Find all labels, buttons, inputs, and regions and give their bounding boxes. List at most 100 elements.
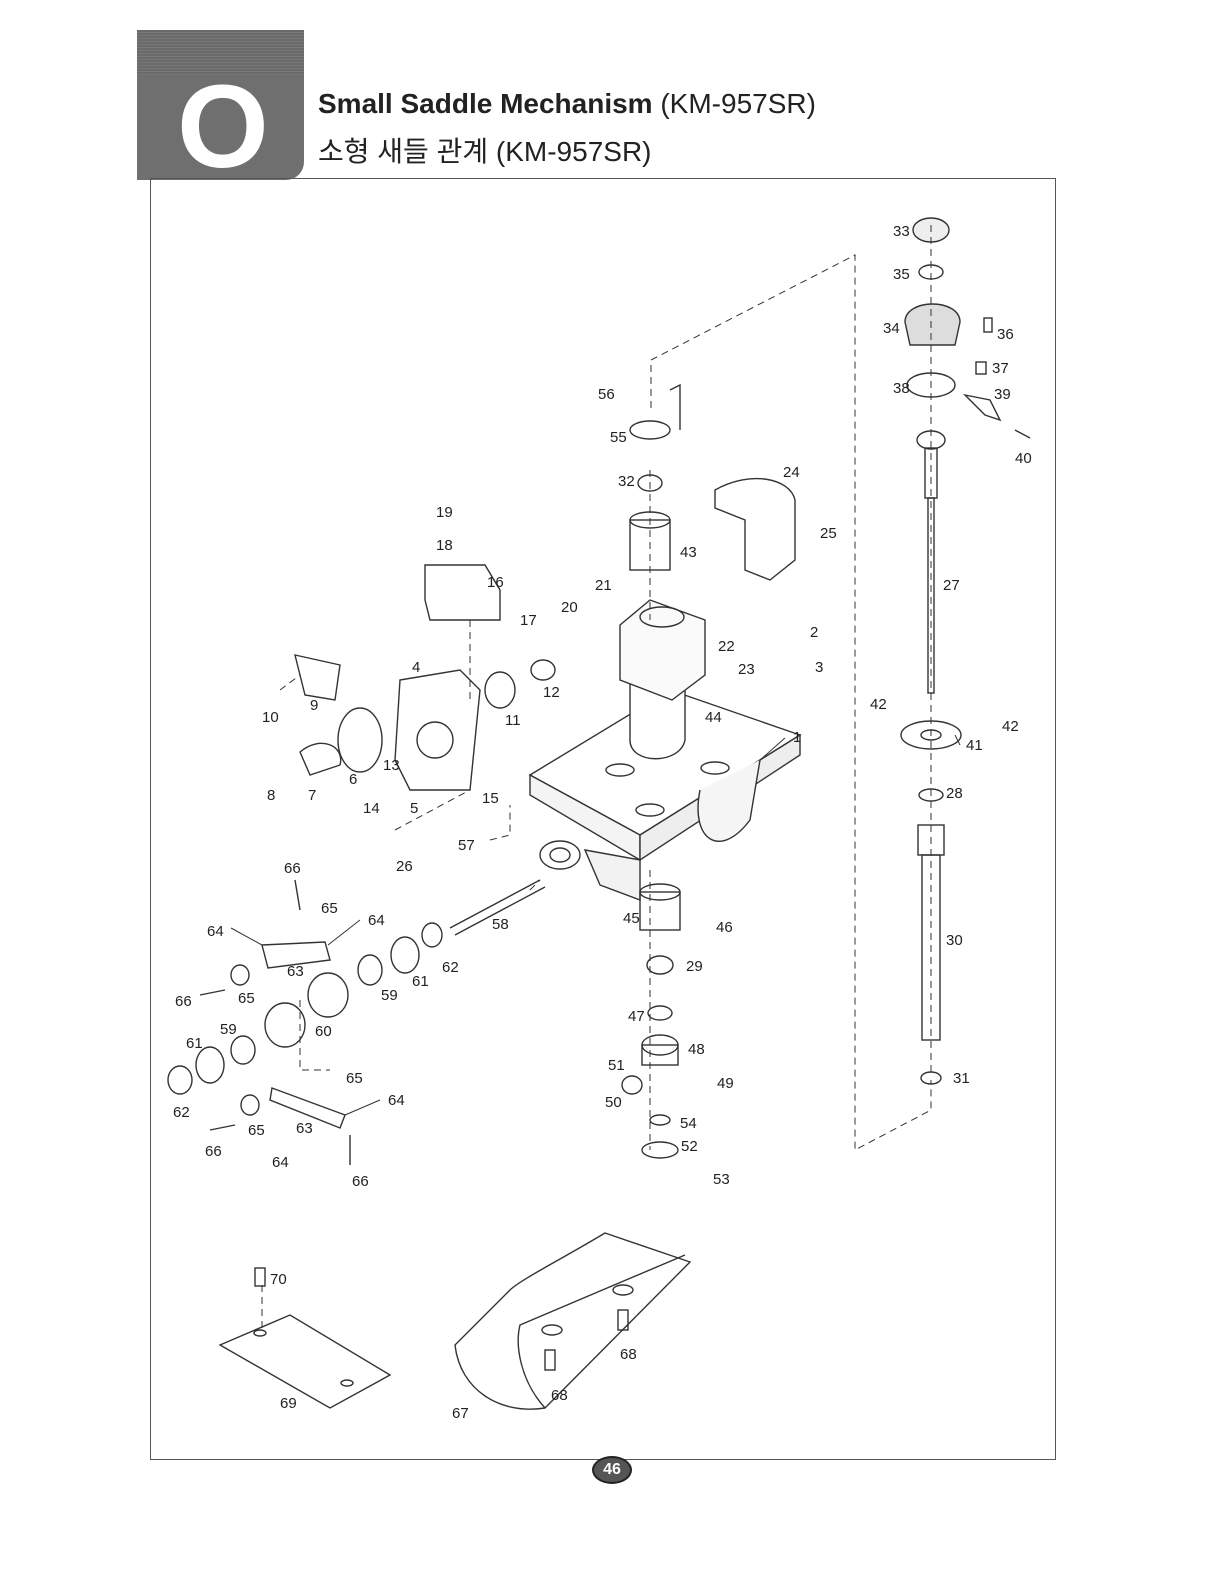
- callout-61-left: 61: [186, 1035, 203, 1052]
- callout-26: 26: [396, 858, 413, 875]
- callout-42-left: 42: [870, 696, 887, 713]
- callout-68-right: 68: [620, 1346, 637, 1363]
- callout-1: 1: [793, 729, 801, 746]
- callout-62-right: 62: [442, 959, 459, 976]
- callout-64-topright: 64: [368, 912, 385, 929]
- callout-57: 57: [458, 837, 475, 854]
- callout-66-top: 66: [284, 860, 301, 877]
- callout-40: 40: [1015, 450, 1032, 467]
- callout-68-left: 68: [551, 1387, 568, 1404]
- callout-53: 53: [713, 1171, 730, 1188]
- callout-28: 28: [946, 785, 963, 802]
- callout-65-left: 65: [238, 990, 255, 1007]
- callout-36: 36: [997, 326, 1014, 343]
- bushing-parts: [621, 383, 681, 1159]
- callout-27: 27: [943, 577, 960, 594]
- callout-64-topleft: 64: [207, 923, 224, 940]
- callout-43: 43: [680, 544, 697, 561]
- callout-8: 8: [267, 787, 275, 804]
- callout-48: 48: [688, 1041, 705, 1058]
- section-letter: O: [177, 61, 269, 193]
- callout-31: 31: [953, 1070, 970, 1087]
- callout-51: 51: [608, 1057, 625, 1074]
- callout-45: 45: [623, 910, 640, 927]
- callout-37: 37: [992, 360, 1009, 377]
- callout-15: 15: [482, 790, 499, 807]
- callout-65-bottom: 65: [248, 1122, 265, 1139]
- callout-18: 18: [436, 537, 453, 554]
- page-number-badge: 46: [592, 1456, 632, 1484]
- base-frame-part: [528, 599, 802, 902]
- callout-12: 12: [543, 684, 560, 701]
- callout-66-bottomleft: 66: [205, 1143, 222, 1160]
- callout-64-bottomright: 64: [388, 1092, 405, 1109]
- trough-part: [454, 1232, 692, 1410]
- callout-54: 54: [680, 1115, 697, 1132]
- callout-55: 55: [610, 429, 627, 446]
- callout-6: 6: [349, 771, 357, 788]
- callout-21: 21: [595, 577, 612, 594]
- callout-35: 35: [893, 266, 910, 283]
- page-title-korean: 소형 새들 관계 (KM-957SR): [318, 136, 652, 167]
- section-tab: O: [137, 30, 304, 186]
- callout-34: 34: [883, 320, 900, 337]
- callout-29: 29: [686, 958, 703, 975]
- plate-part: [218, 1267, 392, 1409]
- callout-32: 32: [618, 473, 635, 490]
- callout-11: 11: [505, 712, 521, 729]
- callout-46: 46: [716, 919, 733, 936]
- page-number: 46: [603, 1461, 621, 1478]
- callout-2: 2: [810, 624, 818, 641]
- callout-59-left: 59: [220, 1021, 237, 1038]
- callout-49: 49: [717, 1075, 734, 1092]
- page-title-english: Small Saddle Mechanism (KM-957SR): [318, 88, 816, 120]
- callout-65-mid: 65: [346, 1070, 363, 1087]
- callout-66-left: 66: [175, 993, 192, 1010]
- callout-25: 25: [820, 525, 837, 542]
- callout-7: 7: [308, 787, 316, 804]
- callout-23: 23: [738, 661, 755, 678]
- callout-47: 47: [628, 1008, 645, 1025]
- head-block-part: [294, 564, 556, 791]
- callout-69: 69: [280, 1395, 297, 1412]
- callout-39: 39: [994, 386, 1011, 403]
- callout-58: 58: [492, 916, 509, 933]
- callout-41: 41: [966, 737, 983, 754]
- callout-19: 19: [436, 504, 453, 521]
- callout-63-bottom: 63: [296, 1120, 313, 1137]
- callout-60: 60: [315, 1023, 332, 1040]
- title-bold: Small Saddle Mechanism: [318, 88, 653, 119]
- crank-linkage-parts: [167, 879, 546, 1165]
- callout-38: 38: [893, 380, 910, 397]
- callout-30: 30: [946, 932, 963, 949]
- callout-13: 13: [383, 757, 400, 774]
- callout-42-right: 42: [1002, 718, 1019, 735]
- callout-24: 24: [783, 464, 800, 481]
- section-tab-hatch: [137, 30, 304, 75]
- callout-56: 56: [598, 386, 615, 403]
- callout-70: 70: [270, 1271, 287, 1288]
- callout-3: 3: [815, 659, 823, 676]
- callout-66-bottom: 66: [352, 1173, 369, 1190]
- callout-64-bottom: 64: [272, 1154, 289, 1171]
- callout-10: 10: [262, 709, 279, 726]
- callout-62-left: 62: [173, 1104, 190, 1121]
- callout-9: 9: [310, 697, 318, 714]
- callout-4: 4: [412, 659, 420, 676]
- callout-50: 50: [605, 1094, 622, 1111]
- callout-63-top: 63: [287, 963, 304, 980]
- callout-5: 5: [410, 800, 418, 817]
- callout-61-right: 61: [412, 973, 429, 990]
- callout-67: 67: [452, 1405, 469, 1422]
- callout-59-right: 59: [381, 987, 398, 1004]
- callout-44: 44: [705, 709, 722, 726]
- callout-20: 20: [561, 599, 578, 616]
- cover-part: [714, 477, 796, 581]
- callout-17: 17: [520, 612, 537, 629]
- callout-52: 52: [681, 1138, 698, 1155]
- title-model: (KM-957SR): [652, 88, 816, 119]
- callout-22: 22: [718, 638, 735, 655]
- callout-65-top: 65: [321, 900, 338, 917]
- callout-33: 33: [893, 223, 910, 240]
